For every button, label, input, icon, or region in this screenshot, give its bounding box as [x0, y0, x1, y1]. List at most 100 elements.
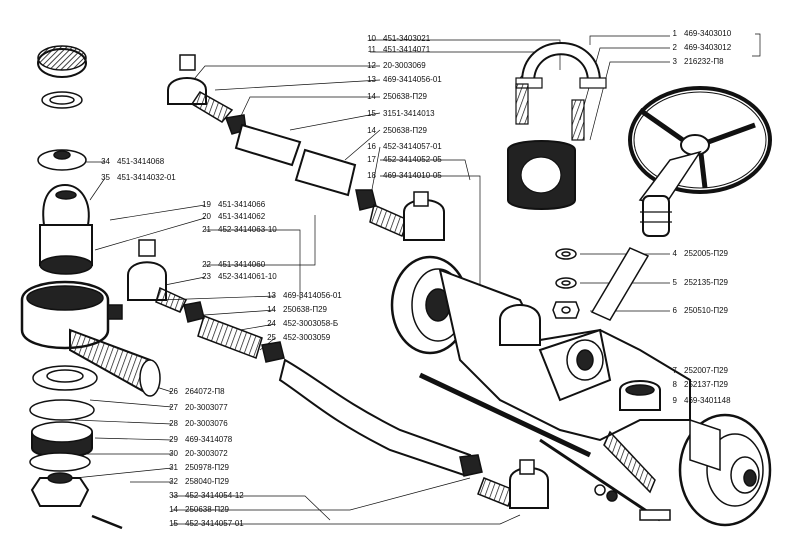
part-code: 252137-П29 — [684, 380, 729, 389]
part-code: 451-3414071 — [383, 45, 431, 54]
part-code: 469-3401148 — [684, 396, 731, 405]
part-number: 18 — [367, 171, 376, 180]
part-code: 452-3414063-10 — [218, 225, 277, 234]
part-number: 14 — [367, 126, 376, 135]
part-code: 451-3414060 — [218, 260, 266, 269]
part-code: 252005-П29 — [684, 249, 729, 258]
left-part-label: 11 451-3414071 — [362, 45, 430, 55]
part-number: 24 — [267, 319, 276, 328]
left-part-label: 18 469-3414010-05 — [362, 171, 442, 181]
part-number: 1 — [672, 29, 677, 38]
right-part-label: 2 469-3403012 — [663, 43, 732, 53]
part-number: 23 — [202, 272, 211, 281]
left-part-label: 27 20-3003077 — [164, 403, 228, 413]
part-code: 250638-П29 — [283, 305, 328, 314]
part-code: 469-3403010 — [684, 29, 732, 38]
part-code: 452-3003059 — [283, 333, 331, 342]
part-number: 35 — [101, 173, 110, 182]
part-number: 17 — [367, 155, 376, 164]
right-part-label: 8 252137-П29 — [663, 380, 728, 390]
part-number: 3 — [672, 57, 677, 66]
left-part-label: 12 20-3003069 — [362, 61, 426, 71]
part-number: 34 — [101, 157, 110, 166]
left-part-label: 15 452-3414057-01 — [164, 519, 244, 529]
part-code: 216232-П8 — [684, 57, 724, 66]
left-part-label: 23 452-3414061-10 — [197, 272, 277, 282]
part-code: 451-3414066 — [218, 200, 266, 209]
part-number: 13 — [267, 291, 276, 300]
part-code: 469-3414078 — [185, 435, 233, 444]
part-number: 16 — [367, 142, 376, 151]
right-part-label: 4 252005-П29 — [663, 249, 728, 259]
front-axle-assembly — [390, 255, 772, 527]
part-number: 12 — [367, 61, 376, 70]
part-number: 2 — [672, 43, 677, 52]
part-code: 20-3003077 — [185, 403, 228, 412]
part-number: 14 — [267, 305, 276, 314]
part-number: 9 — [672, 396, 677, 405]
part-number: 15 — [367, 109, 376, 118]
left-part-label: 28 20-3003076 — [164, 419, 228, 429]
right-part-label: 6 250510-П29 — [663, 306, 728, 316]
left-part-label: 17 452-3414052-05 — [362, 155, 442, 165]
part-number: 7 — [672, 366, 677, 375]
part-number: 15 — [169, 519, 178, 528]
part-code: 452-3003058-Б — [283, 319, 339, 328]
part-code: 469-3414010-05 — [383, 171, 442, 180]
left-part-label: 14 250638-П29 — [262, 305, 327, 315]
right-part-label: 3 216232-П8 — [663, 57, 724, 67]
part-code: 264072-П8 — [185, 387, 225, 396]
part-number: 27 — [169, 403, 178, 412]
part-number: 4 — [672, 249, 677, 258]
part-code: 452-3414057-01 — [383, 142, 442, 151]
part-code: 250978-П29 — [185, 463, 230, 472]
part-number: 8 — [672, 380, 677, 389]
part-number: 28 — [169, 419, 178, 428]
part-number: 29 — [169, 435, 178, 444]
part-code: 452-3414061-10 — [218, 272, 277, 281]
left-part-label: 15 3151-3414013 — [362, 109, 435, 119]
ball-joint-exploded — [20, 45, 161, 530]
part-code: 452-3414054-12 — [185, 491, 244, 500]
part-number: 5 — [672, 278, 677, 287]
part-code: 20-3003072 — [185, 449, 228, 458]
part-code: 451-3414032-01 — [117, 173, 176, 182]
part-number: 6 — [672, 306, 677, 315]
part-code: 469-3403012 — [684, 43, 732, 52]
part-code: 258040-П29 — [185, 477, 230, 486]
left-part-label: 24 452-3003058-Б — [262, 319, 338, 329]
left-part-label: 16 452-3414057-01 — [362, 142, 442, 152]
middle-tie-rod — [127, 239, 549, 509]
part-code: 3151-3414013 — [383, 109, 435, 118]
part-number: 10 — [367, 34, 376, 43]
part-number: 30 — [169, 449, 178, 458]
part-number: 22 — [202, 260, 211, 269]
left-part-label: 22 451-3414060 — [197, 260, 265, 270]
part-code: 250510-П29 — [684, 306, 729, 315]
part-number: 11 — [367, 45, 376, 54]
part-code: 252007-П29 — [684, 366, 729, 375]
part-code: 20-3003069 — [383, 61, 426, 70]
part-number: 13 — [367, 75, 376, 84]
part-code: 452-3414057-01 — [185, 519, 244, 528]
part-code: 469-3414056-01 — [383, 75, 442, 84]
right-part-label: 1 469-3403010 — [663, 29, 732, 39]
part-code: 452-3414052-05 — [383, 155, 442, 164]
part-code: 451-3414062 — [218, 212, 266, 221]
part-number: 31 — [169, 463, 178, 472]
left-part-label: 13 469-3414056-01 — [362, 75, 442, 85]
part-number: 21 — [202, 225, 211, 234]
part-number: 32 — [169, 477, 178, 486]
part-code: 20-3003076 — [185, 419, 228, 428]
part-number: 14 — [169, 505, 178, 514]
